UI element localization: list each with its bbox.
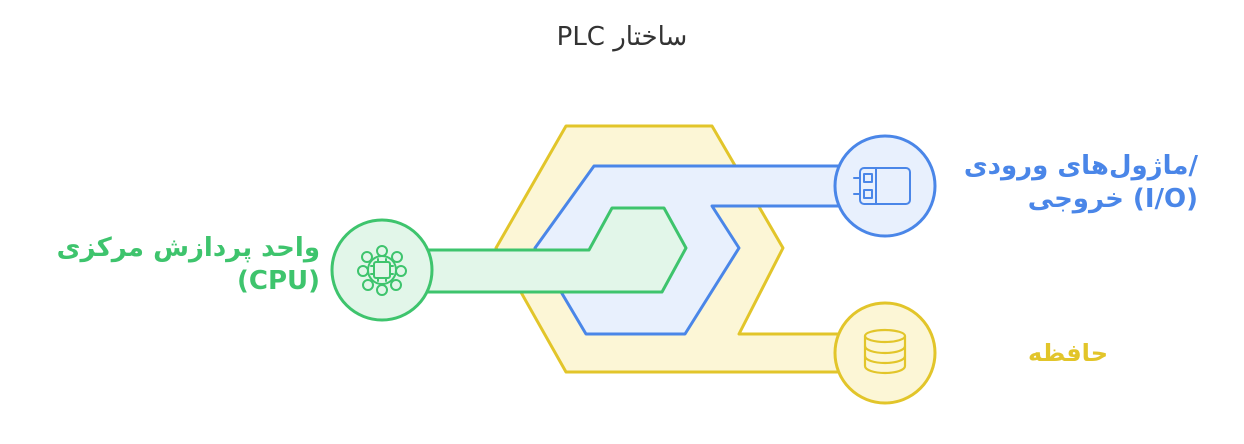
io-label-line1: /ماژول‌های ورودی — [963, 151, 1198, 181]
cpu-label-line2: (CPU) — [236, 265, 320, 296]
memory-label-text: حافظه — [1028, 339, 1108, 367]
cpu-label: واحد پردازش مرکزی (CPU) — [20, 232, 320, 297]
io-node-circle — [833, 134, 937, 238]
diagram-title: ساختار PLC — [556, 22, 688, 52]
io-module-icon — [853, 167, 911, 205]
cpu-layer — [418, 206, 688, 294]
cpu-label-line1: واحد پردازش مرکزی — [56, 233, 320, 263]
io-label-line2: (I/O) خروجی — [1027, 183, 1198, 214]
database-icon — [863, 328, 907, 375]
cpu-chip-icon — [357, 245, 407, 296]
memory-label: حافظه — [948, 338, 1108, 368]
io-label: /ماژول‌های ورودی (I/O) خروجی — [948, 150, 1198, 215]
